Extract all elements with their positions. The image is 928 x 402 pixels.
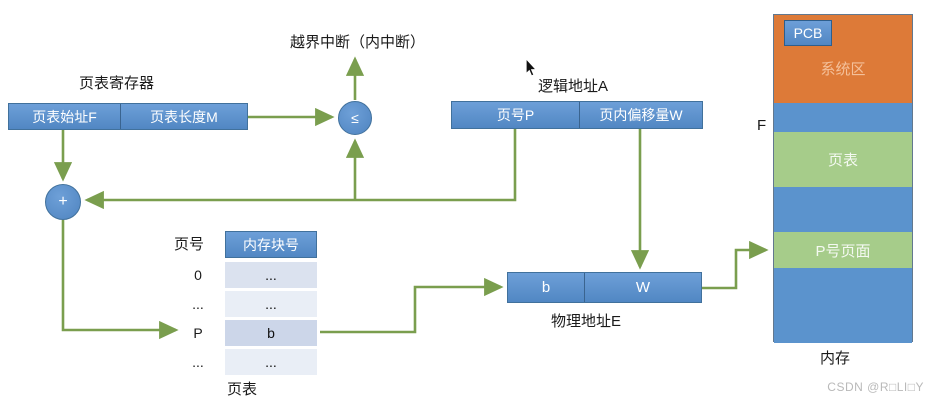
page-table-row-label: P [193, 325, 203, 341]
memory-free-segment [774, 103, 912, 132]
page-number-column-header: 页号 [174, 236, 205, 253]
page-offset-cell: 页内偏移量W [579, 102, 702, 128]
memory-block-column-header: 内存块号 [225, 231, 317, 258]
add-node: + [45, 184, 81, 220]
page-table-row-value-selected: b [225, 320, 317, 346]
page-table-row-label: ... [192, 296, 204, 312]
memory-page-table-label: 页表 [827, 152, 858, 169]
memory-caption: 内存 [820, 350, 851, 367]
page-table-row-label: ... [192, 354, 204, 370]
logical-address-box: 页号P 页内偏移量W [451, 101, 703, 129]
page-table-start-address-label: F [757, 117, 767, 134]
page-table-register-box: 页表始址F 页表长度M [8, 103, 248, 130]
page-table-length-cell: 页表长度M [120, 104, 247, 129]
page-frame-segment: P号页面 [774, 232, 912, 268]
page-table-register-title: 页表寄存器 [79, 75, 155, 92]
mouse-cursor-icon [525, 59, 537, 77]
system-area-label: 系统区 [820, 60, 866, 78]
physical-address-box: b W [507, 272, 702, 303]
page-table-segment: 页表 [774, 132, 912, 187]
page-frame-label: P号页面 [815, 242, 871, 260]
physical-block-cell: b [541, 279, 551, 296]
logical-address-title: 逻辑地址A [538, 78, 609, 95]
page-table-row-label: 0 [194, 267, 202, 283]
memory-free-segment [774, 268, 912, 343]
page-table-row-value: ... [225, 349, 317, 375]
compare-node: ≤ [338, 101, 372, 135]
physical-address-title: 物理地址E [551, 313, 622, 330]
page-table-start-cell: 页表始址F [32, 108, 97, 125]
system-area-segment: PCB 系统区 [774, 15, 912, 103]
page-table-row-value: ... [225, 262, 317, 288]
page-table-caption: 页表 [227, 381, 258, 398]
pcb-box: PCB [784, 20, 832, 46]
memory-column: PCB 系统区 页表 P号页面 [773, 14, 913, 343]
page-table-row-value: ... [225, 291, 317, 317]
page-number-cell: 页号P [496, 107, 535, 123]
physical-offset-cell: W [584, 273, 701, 302]
csdn-watermark: CSDN @R□LI□Y [827, 380, 924, 394]
memory-free-segment [774, 187, 912, 232]
out-of-bounds-interrupt-label: 越界中断（内中断） [290, 34, 426, 51]
